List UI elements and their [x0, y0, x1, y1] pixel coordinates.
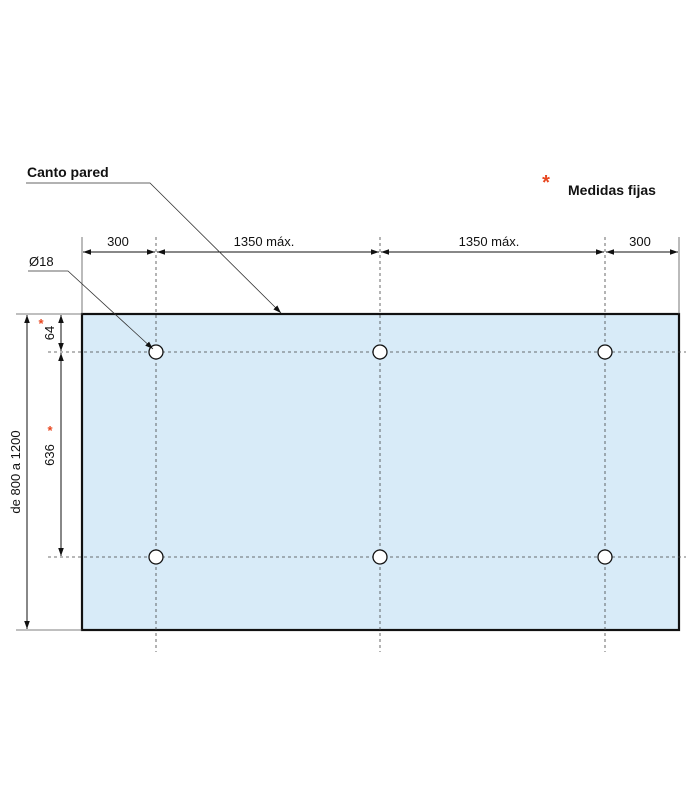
glass-panel: [80, 312, 681, 632]
hole-bottom-middle: [372, 549, 388, 565]
dim-text-1350-left: 1350 máx.: [234, 234, 295, 249]
extension-lines: [16, 237, 680, 631]
fixed-note-marker: *: [542, 172, 550, 194]
dim-text-64: 64: [42, 326, 57, 340]
hole-diameter-label: Ø18: [29, 254, 54, 269]
dim-text-300-right: 300: [629, 234, 651, 249]
dim-text-overall-height: de 800 a 1200: [8, 430, 23, 513]
wall-edge-leader: [26, 182, 282, 314]
fixed-note-label: Medidas fijas: [568, 182, 656, 198]
hole-top-middle: [372, 344, 388, 360]
dim-text-64-marker: *: [38, 316, 44, 331]
dim-text-636: 636: [42, 444, 57, 466]
hole-bottom-left: [148, 549, 164, 565]
hole-bottom-right: [597, 549, 613, 565]
horizontal-hole-lines: [48, 351, 686, 558]
vertical-dimension-lines: [24, 315, 64, 629]
dim-text-1350-right: 1350 máx.: [459, 234, 520, 249]
hole-diameter-leader: [28, 270, 154, 350]
hole-top-right: [597, 344, 613, 360]
wall-edge-label: Canto pared: [27, 164, 109, 180]
dim-text-636-marker: *: [47, 423, 53, 438]
dim-text-300-left: 300: [107, 234, 129, 249]
